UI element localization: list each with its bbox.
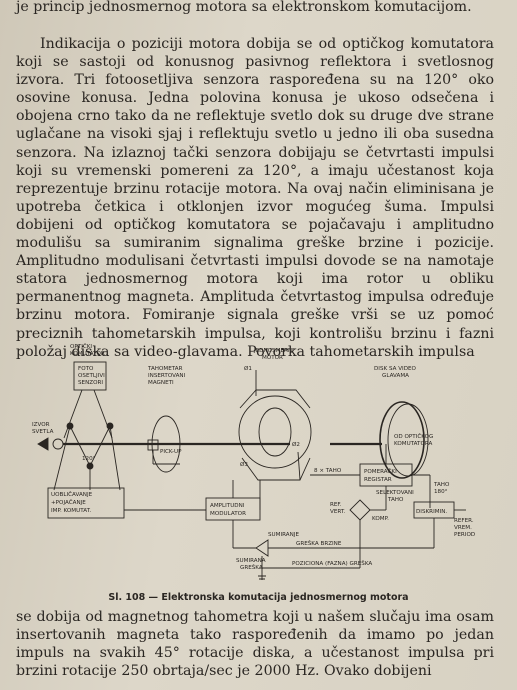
video-disk (379, 401, 425, 479)
label-sumiranje: SUMIRANJE (268, 532, 299, 538)
label-pomeracki-registar: POMERAČKI (364, 468, 397, 475)
label-diskriminator: DISKRIMIN. (416, 509, 447, 515)
svg-text:TAHO: TAHO (387, 497, 404, 503)
label-phi2: Ø2 (292, 441, 300, 448)
svg-text:MAGNETI: MAGNETI (148, 380, 174, 386)
label-od-optickog: OD OPTIČKOG (394, 433, 433, 440)
main-paragraph: Indikacija o poziciji motora dobija se o… (16, 36, 494, 360)
label-taho-180: TAHO (433, 482, 450, 488)
label-ref-vert: REF. (330, 502, 342, 508)
label-uoblicavanje: UOBLIČAVANJE (51, 491, 93, 498)
svg-text:+POJAČANJE: +POJAČANJE (51, 499, 86, 506)
label-foto-senzori: FOTO (78, 366, 94, 372)
label-poziciona-greska: POZICIONA (FAZNA) GREŠKA (292, 560, 372, 567)
svg-text:REGISTAR: REGISTAR (364, 477, 392, 483)
svg-text:MOTOR: MOTOR (262, 355, 283, 361)
svg-text:OSETLJIVI: OSETLJIVI (78, 373, 105, 379)
bottom-paragraph: se dobija od magnetnog tahometra koji u … (16, 609, 494, 680)
svg-text:MODULATOR: MODULATOR (210, 511, 246, 517)
svg-text:KOMUTATORA: KOMUTATORA (394, 441, 433, 447)
block-diagram: OPTIČKI KOMUTATOR FOTO OSETLJIVI SENZORI… (30, 340, 478, 590)
text-fragment-top: je princip jednosmernog motora sa elektr… (16, 0, 472, 15)
label-komp: KOMP. (372, 516, 389, 522)
label-selektovani-taho: SELEKTOVANI (376, 490, 414, 496)
label-disk: DISK SA VIDEO (374, 366, 417, 372)
light-source-icon (37, 437, 49, 451)
diagram-svg: OPTIČKI KOMUTATOR FOTO OSETLJIVI SENZORI… (32, 343, 475, 580)
svg-text:KOMUTATOR: KOMUTATOR (70, 351, 105, 357)
label-sumirana-greska: SUMIRANA (236, 558, 266, 564)
shaping-amplifier-box (47, 487, 125, 519)
svg-text:180°: 180° (434, 489, 448, 495)
label-amplitudni-modulator: AMPLITUDNI (210, 503, 245, 509)
label-opticki-komutator: OPTIČKI (70, 343, 92, 350)
svg-text:VERT.: VERT. (330, 509, 346, 515)
svg-text:IMP. KOMUTAT.: IMP. KOMUTAT. (51, 508, 91, 514)
photo-sensor-box (73, 361, 107, 391)
label-b-taho: 8 × TAHO (314, 468, 342, 474)
svg-text:VREM.: VREM. (454, 525, 472, 531)
motor-stator (238, 395, 312, 469)
svg-text:SVETLA: SVETLA (32, 429, 54, 435)
label-greska-brzine: GREŠKA BRZINE (296, 540, 342, 547)
label-angle: 120° (82, 456, 96, 462)
label-phi1: Ø1 (244, 365, 252, 372)
label-tahometar: TAHOMETAR (147, 366, 183, 372)
label-jednosmerni-motor: JEDNOSMERNI (253, 348, 294, 354)
tachometer-disk (151, 415, 181, 473)
svg-text:GREŠKA: GREŠKA (240, 564, 263, 571)
summing-node (255, 539, 269, 557)
label-izvor-svetla: IZVOR (32, 422, 50, 428)
svg-text:GLAVAMA: GLAVAMA (382, 373, 409, 379)
figure-caption: Sl. 108 — Elektronska komutacija jednosm… (108, 592, 409, 603)
svg-text:SENZORI: SENZORI (78, 380, 103, 386)
conic-reflector-icon (52, 438, 64, 450)
label-refer-vrem: REFER. (454, 518, 474, 524)
comparator-symbol (349, 499, 371, 521)
label-phi3: Ø3 (240, 461, 248, 468)
svg-text:INSERTOVANI: INSERTOVANI (148, 373, 186, 379)
svg-text:PERIOD: PERIOD (454, 532, 475, 538)
label-pick-up: PICK-UP (160, 449, 182, 455)
